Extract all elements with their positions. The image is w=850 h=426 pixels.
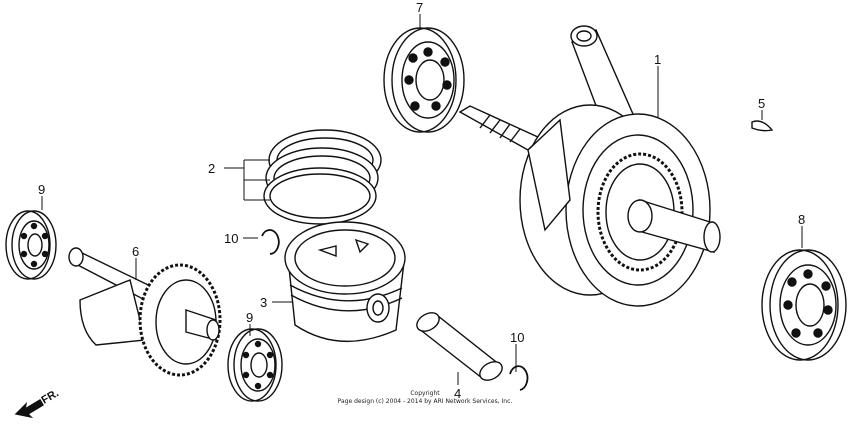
callout-6: 6 xyxy=(132,244,139,259)
key-part-5 xyxy=(751,120,774,132)
callout-3: 3 xyxy=(260,295,267,310)
leader-lines xyxy=(41,14,803,385)
copyright-line-1: Copyright xyxy=(410,390,440,397)
crankshaft-part-1 xyxy=(458,25,721,307)
callout-1: 1 xyxy=(654,52,661,67)
copyright-line-2: Page design (c) 2004 - 2014 by ARI Netwo… xyxy=(338,398,513,405)
callout-9b: 9 xyxy=(246,310,253,325)
callout-8: 8 xyxy=(798,212,805,227)
callout-9a: 9 xyxy=(38,182,45,197)
clip-part-10b xyxy=(509,365,529,391)
callout-4: 4 xyxy=(454,386,461,401)
bearing-part-9a xyxy=(5,210,57,280)
balancer-part-6 xyxy=(68,247,222,377)
bearing-part-9b xyxy=(227,328,283,402)
front-arrow-icon xyxy=(14,399,44,419)
callout-10a: 10 xyxy=(224,231,238,246)
piston-rings-part-2 xyxy=(263,129,382,225)
piston-part-3 xyxy=(284,221,406,343)
clip-part-10a xyxy=(261,229,280,255)
bearing-part-8 xyxy=(761,249,847,361)
piston-pin-part-4 xyxy=(416,312,503,381)
callout-7: 7 xyxy=(416,0,423,15)
callout-10b: 10 xyxy=(510,330,524,345)
callout-5: 5 xyxy=(758,96,765,111)
bearing-part-7 xyxy=(383,27,465,133)
callout-2: 2 xyxy=(208,161,215,176)
front-label: FR. xyxy=(40,387,61,406)
